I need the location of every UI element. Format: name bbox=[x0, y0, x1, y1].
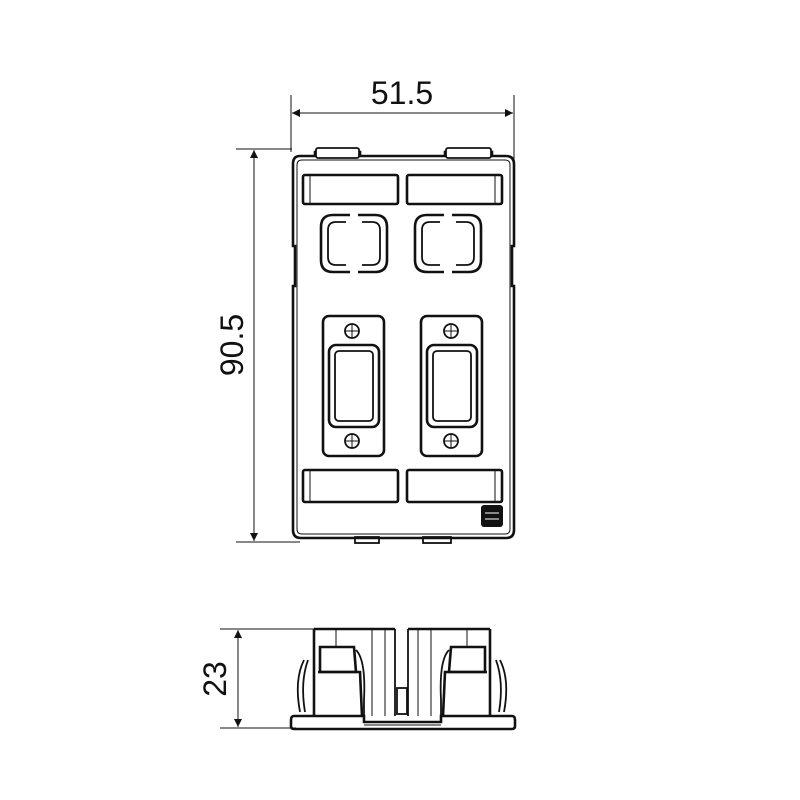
depth-dimension: 23 bbox=[197, 628, 316, 729]
dsub-cutout-left bbox=[321, 314, 386, 458]
width-dimension: 51.5 bbox=[290, 75, 515, 160]
side-view bbox=[289, 627, 517, 731]
dsub-cutout-right bbox=[419, 314, 484, 458]
rj-cutout-right bbox=[413, 213, 483, 274]
height-dimension-label: 90.5 bbox=[214, 314, 250, 376]
depth-dimension-label: 23 bbox=[197, 661, 233, 697]
rj-cutout-left bbox=[319, 213, 389, 274]
width-dimension-label: 51.5 bbox=[371, 75, 433, 111]
height-dimension: 90.5 bbox=[214, 148, 300, 543]
front-view bbox=[291, 147, 516, 544]
logo-icon bbox=[481, 505, 503, 527]
